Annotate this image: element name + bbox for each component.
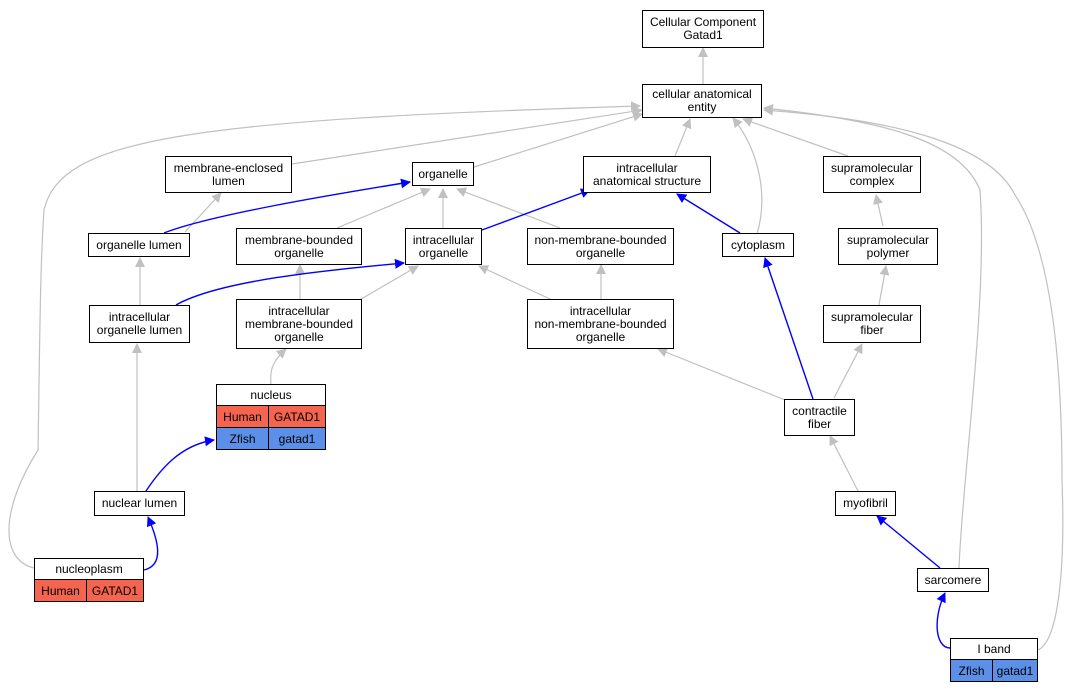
edge-cytoplasm-cae — [732, 117, 763, 235]
node-nucleoplasm[interactable]: nucleoplasm Human GATAD1 — [34, 558, 144, 602]
inferred-edges — [8, 47, 1064, 651]
edge-ol-organelle — [163, 178, 411, 234]
gene-label: gatad1 — [268, 428, 325, 449]
edge-nl-nucleus — [145, 436, 215, 492]
node-intracellular-membrane-bounded-organelle[interactable]: intracellular membrane-bounded organelle — [236, 299, 362, 349]
node-supramolecular-polymer[interactable]: supramolecular polymer — [838, 228, 938, 265]
edge-io-ias — [481, 188, 591, 231]
edge-sarcomere-cae — [763, 103, 983, 569]
node-intracellular-organelle-lumen[interactable]: intracellular organelle lumen — [89, 305, 190, 343]
node-organelle[interactable]: organelle — [412, 162, 474, 186]
edge-smp-smc — [873, 194, 884, 227]
node-intracellular-non-membrane-bounded-organelle[interactable]: intracellular non-membrane-bounded organ… — [527, 299, 674, 349]
edge-cf-inmbo — [657, 347, 786, 401]
edge-iband-sarcomere — [936, 592, 951, 649]
edge-iband-cae — [763, 105, 1064, 651]
edge-ias-cae — [674, 118, 692, 157]
node-nuclear-lumen[interactable]: nuclear lumen — [94, 491, 185, 516]
edge-mbo-organelle — [336, 187, 431, 229]
node-membrane-bounded-organelle[interactable]: membrane-bounded organelle — [236, 228, 362, 265]
edge-smc-cae — [742, 117, 849, 157]
node-supramolecular-fiber[interactable]: supramolecular fiber — [823, 305, 921, 343]
node-i-band-title-row: I band — [950, 638, 1038, 660]
node-sarcomere[interactable]: sarcomere — [917, 568, 989, 592]
node-nucleus-title: nucleus — [250, 388, 292, 402]
species-label: Zfish — [958, 663, 985, 678]
node-non-membrane-bounded-organelle[interactable]: non-membrane-bounded organelle — [527, 228, 674, 265]
node-membrane-enclosed-lumen[interactable]: membrane-enclosed lumen — [165, 156, 292, 193]
edge-inmbo-io — [478, 265, 551, 300]
node-organelle-lumen[interactable]: organelle lumen — [88, 233, 190, 257]
edge-ol-mel — [184, 192, 222, 233]
edge-sarcomere-myofibril — [876, 515, 941, 569]
edge-cf-smf — [833, 343, 863, 399]
edge-nucleoplasm-cae — [8, 101, 641, 569]
edge-nucleus-imbo — [270, 348, 287, 385]
node-myofibril[interactable]: myofibril — [835, 491, 896, 516]
edge-mel-cae — [291, 106, 643, 165]
annotation-row-human: Human GATAD1 — [216, 406, 326, 428]
edge-nucleoplasm-nl — [143, 516, 159, 571]
node-nucleus[interactable]: nucleus Human GATAD1 Zfish gatad1 — [216, 384, 326, 450]
edge-imbo-io — [355, 265, 419, 303]
node-nucleus-title-row: nucleus — [216, 384, 326, 406]
species-label: Human — [41, 583, 80, 598]
gene-label: GATAD1 — [268, 406, 325, 427]
edge-smf-smp — [878, 265, 890, 306]
annotation-row-zfish: Zfish gatad1 — [950, 660, 1038, 682]
edge-iol-io — [175, 258, 405, 306]
edge-organelle-cae — [473, 111, 643, 168]
node-nucleoplasm-title: nucleoplasm — [55, 562, 123, 576]
node-i-band[interactable]: I band Zfish gatad1 — [950, 638, 1038, 682]
node-intracellular-anatomical-structure[interactable]: intracellular anatomical structure — [583, 156, 711, 193]
edge-cytoplasm-ias — [676, 193, 741, 234]
species-label: Human — [223, 409, 262, 424]
gene-label: gatad1 — [992, 660, 1037, 681]
edge-nmbo-organelle — [456, 187, 561, 229]
edge-myofibril-cf — [829, 435, 859, 492]
node-i-band-title: I band — [977, 642, 1011, 656]
annotation-row-human: Human GATAD1 — [34, 580, 144, 602]
species-label: Zfish — [229, 431, 256, 446]
node-cellular-anatomical-entity[interactable]: cellular anatomical entity — [642, 84, 762, 118]
gene-label: GATAD1 — [86, 580, 143, 601]
node-intracellular-organelle[interactable]: intracellular organelle — [405, 228, 482, 265]
node-contractile-fiber[interactable]: contractile fiber — [784, 399, 855, 436]
annotation-row-zfish: Zfish gatad1 — [216, 428, 326, 450]
node-supramolecular-complex[interactable]: supramolecular complex — [823, 156, 921, 193]
node-nucleoplasm-title-row: nucleoplasm — [34, 558, 144, 580]
node-cellular-component-root[interactable]: Cellular Component Gatad1 — [642, 10, 764, 48]
node-cytoplasm[interactable]: cytoplasm — [722, 233, 794, 257]
asserted-edges — [143, 178, 951, 649]
edge-cf-cytoplasm — [763, 257, 814, 400]
